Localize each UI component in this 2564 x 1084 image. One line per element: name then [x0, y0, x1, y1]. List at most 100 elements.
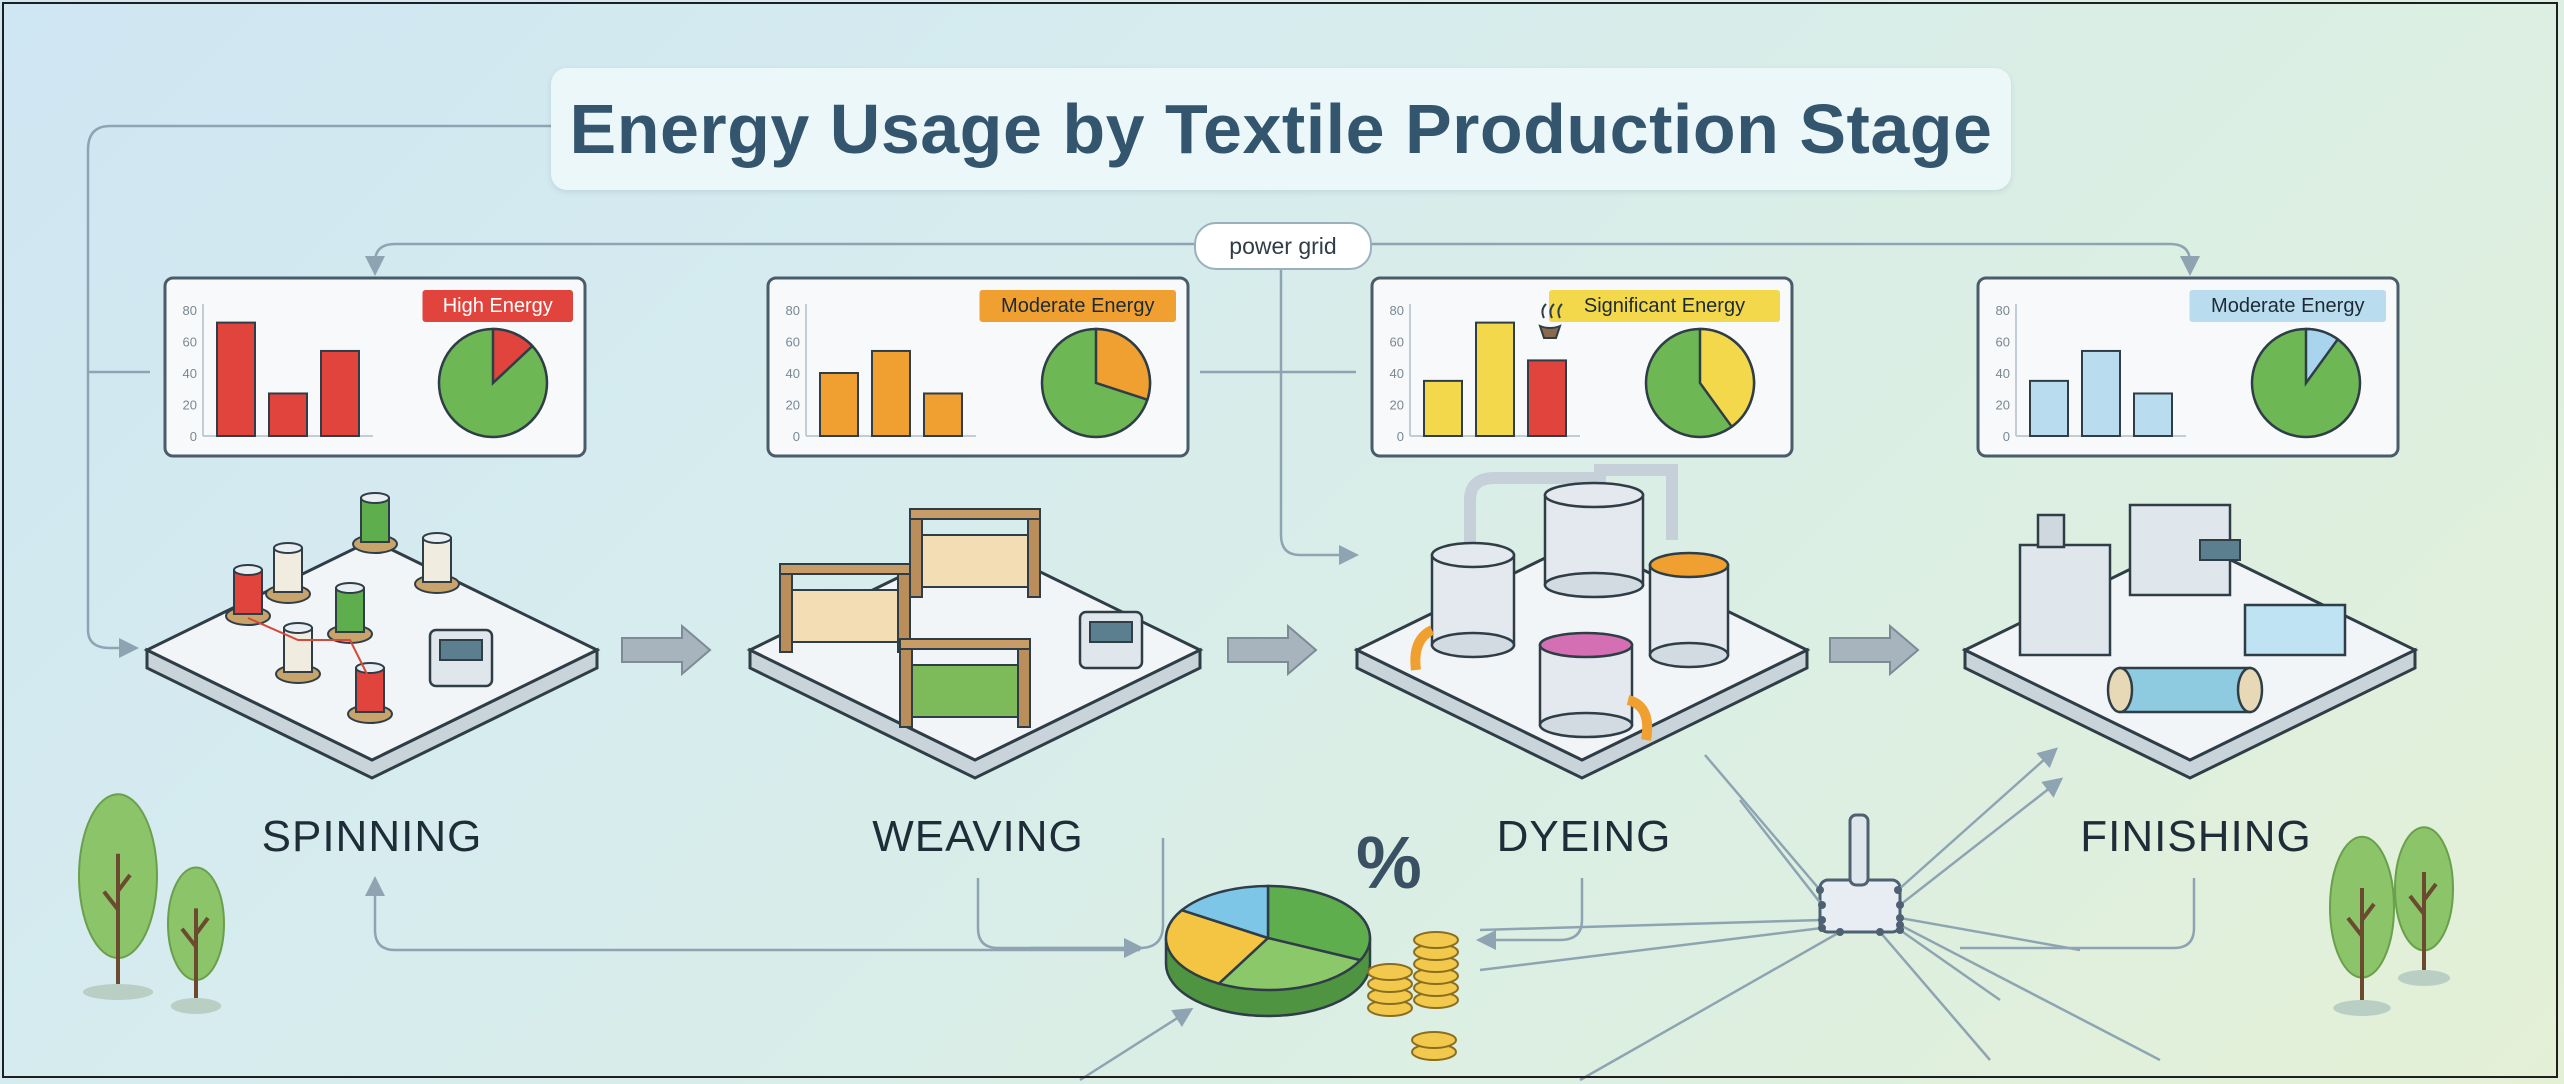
hub-port: [1818, 924, 1826, 932]
axis-tick-label: 20: [786, 398, 800, 413]
network-hub-icon: [1479, 747, 2161, 1082]
hub-line: [1479, 918, 1823, 932]
bar: [2081, 349, 2121, 438]
axis-tick-label: 20: [183, 398, 197, 413]
stage-label-finishing: FINISHING: [2080, 812, 2312, 861]
hub-port: [1896, 926, 1904, 934]
energy-badge-label: Moderate Energy: [1001, 295, 1154, 317]
axis-tick-label: 20: [1996, 398, 2010, 413]
dye-drip-pipe: [1410, 625, 1653, 741]
hub-port: [1896, 914, 1904, 922]
weaving-platform: [746, 508, 1204, 780]
hub-port: [1836, 928, 1844, 936]
coin-icon: [1411, 1031, 1457, 1049]
spool-thread: [335, 587, 365, 633]
tree-trunk: [2408, 872, 2438, 970]
connector-lines: [86, 124, 2200, 1082]
hub-line: [1897, 747, 2058, 891]
trees: [78, 793, 2454, 1016]
axis-tick-label: 40: [1390, 366, 1404, 381]
cup-steam: [1541, 303, 1563, 319]
loom-beam: [899, 638, 1031, 650]
hub-port: [1818, 916, 1826, 924]
dye-tank-bottom: [1648, 641, 1730, 669]
summary-pie-slice: [1266, 884, 1372, 962]
bar: [1423, 379, 1463, 437]
connector-to-spinning-label: [365, 876, 1140, 952]
connector-bottom-to-pie: [1079, 1007, 1194, 1082]
spool-top: [233, 564, 263, 576]
axis-tick-label: 40: [1996, 366, 2010, 381]
fabric-roller: [2118, 666, 2252, 714]
hub-port: [1816, 886, 1824, 894]
tree-trunk: [102, 853, 132, 984]
connector-grid-to-finishing: [1368, 242, 2200, 276]
spool-top: [422, 532, 452, 544]
summary-pie-group: [1164, 884, 1459, 1061]
dye-tank-bottom: [1543, 571, 1645, 599]
finishing-platform: [1961, 503, 2419, 780]
stage-label-spinning: SPINNING: [261, 812, 483, 861]
fabric-table: [2243, 603, 2347, 657]
energy-badge: [2189, 290, 2386, 322]
axis-tick-label: 40: [183, 366, 197, 381]
connector-weaving-to-pie: [976, 878, 1144, 958]
dye-tank-top: [1430, 541, 1516, 569]
title-banner: Energy Usage by Textile Production Stage: [551, 68, 2011, 190]
hub-line: [1479, 926, 1823, 972]
axis-tick-label: 80: [1390, 303, 1404, 318]
connector-title-to-spinning: [86, 124, 551, 658]
steam-chimney: [2036, 513, 2066, 549]
hub-line: [1899, 916, 2081, 952]
coin-icon: [1413, 931, 1459, 949]
flow-arrow: [1829, 623, 1920, 677]
axis-tick-label: 0: [2003, 429, 2010, 444]
axis-tick-label: 60: [183, 335, 197, 350]
hub-antenna: [1848, 813, 1870, 887]
stage-platforms: [143, 464, 2419, 780]
tree-trunk: [2346, 888, 2376, 1000]
dye-tank-top: [1543, 481, 1645, 509]
roller-end: [2106, 666, 2134, 714]
hub-line: [1899, 923, 2161, 1062]
summary-pie-slice: [1164, 908, 1271, 985]
dye-tank-top: [1648, 551, 1730, 579]
tree-shadow: [170, 998, 222, 1014]
axis-tick-label: 20: [1390, 398, 1404, 413]
hot-cup-icon: [1538, 303, 1563, 339]
hub-port: [1896, 901, 1904, 909]
axis-tick-label: 0: [1397, 429, 1404, 444]
page-title: Energy Usage by Textile Production Stage: [569, 90, 1993, 168]
axis-tick-label: 60: [786, 335, 800, 350]
connector-grid-to-spinning: [365, 242, 1194, 276]
energy-badge-label: Significant Energy: [1584, 295, 1745, 317]
energy-badge: [422, 290, 573, 322]
control-screen: [439, 639, 483, 661]
tree-trunk: [180, 908, 210, 998]
bar: [2029, 379, 2069, 437]
cup-body: [1538, 324, 1562, 339]
bar: [819, 372, 859, 437]
stage-label-weaving: WEAVING: [872, 812, 1084, 861]
energy-badge: [1549, 290, 1780, 322]
bar: [2133, 392, 2173, 438]
bar: [320, 349, 360, 438]
bar: [923, 392, 963, 438]
thread-wire: [247, 617, 371, 681]
power-grid-label: power grid: [1194, 222, 1372, 270]
bar: [871, 349, 911, 438]
bar: [1527, 359, 1567, 437]
control-screen: [1089, 621, 1133, 643]
spool-thread: [233, 569, 263, 615]
axis-tick-label: 0: [190, 429, 197, 444]
energy-pie-slice: [491, 327, 535, 386]
steam-machine: [2018, 543, 2112, 657]
stage-card-dyeing: 0 20 40 60 80 Significant Energy: [1370, 276, 1794, 458]
axis-tick-label: 60: [1390, 335, 1404, 350]
energy-pie-slice: [1698, 327, 1756, 429]
